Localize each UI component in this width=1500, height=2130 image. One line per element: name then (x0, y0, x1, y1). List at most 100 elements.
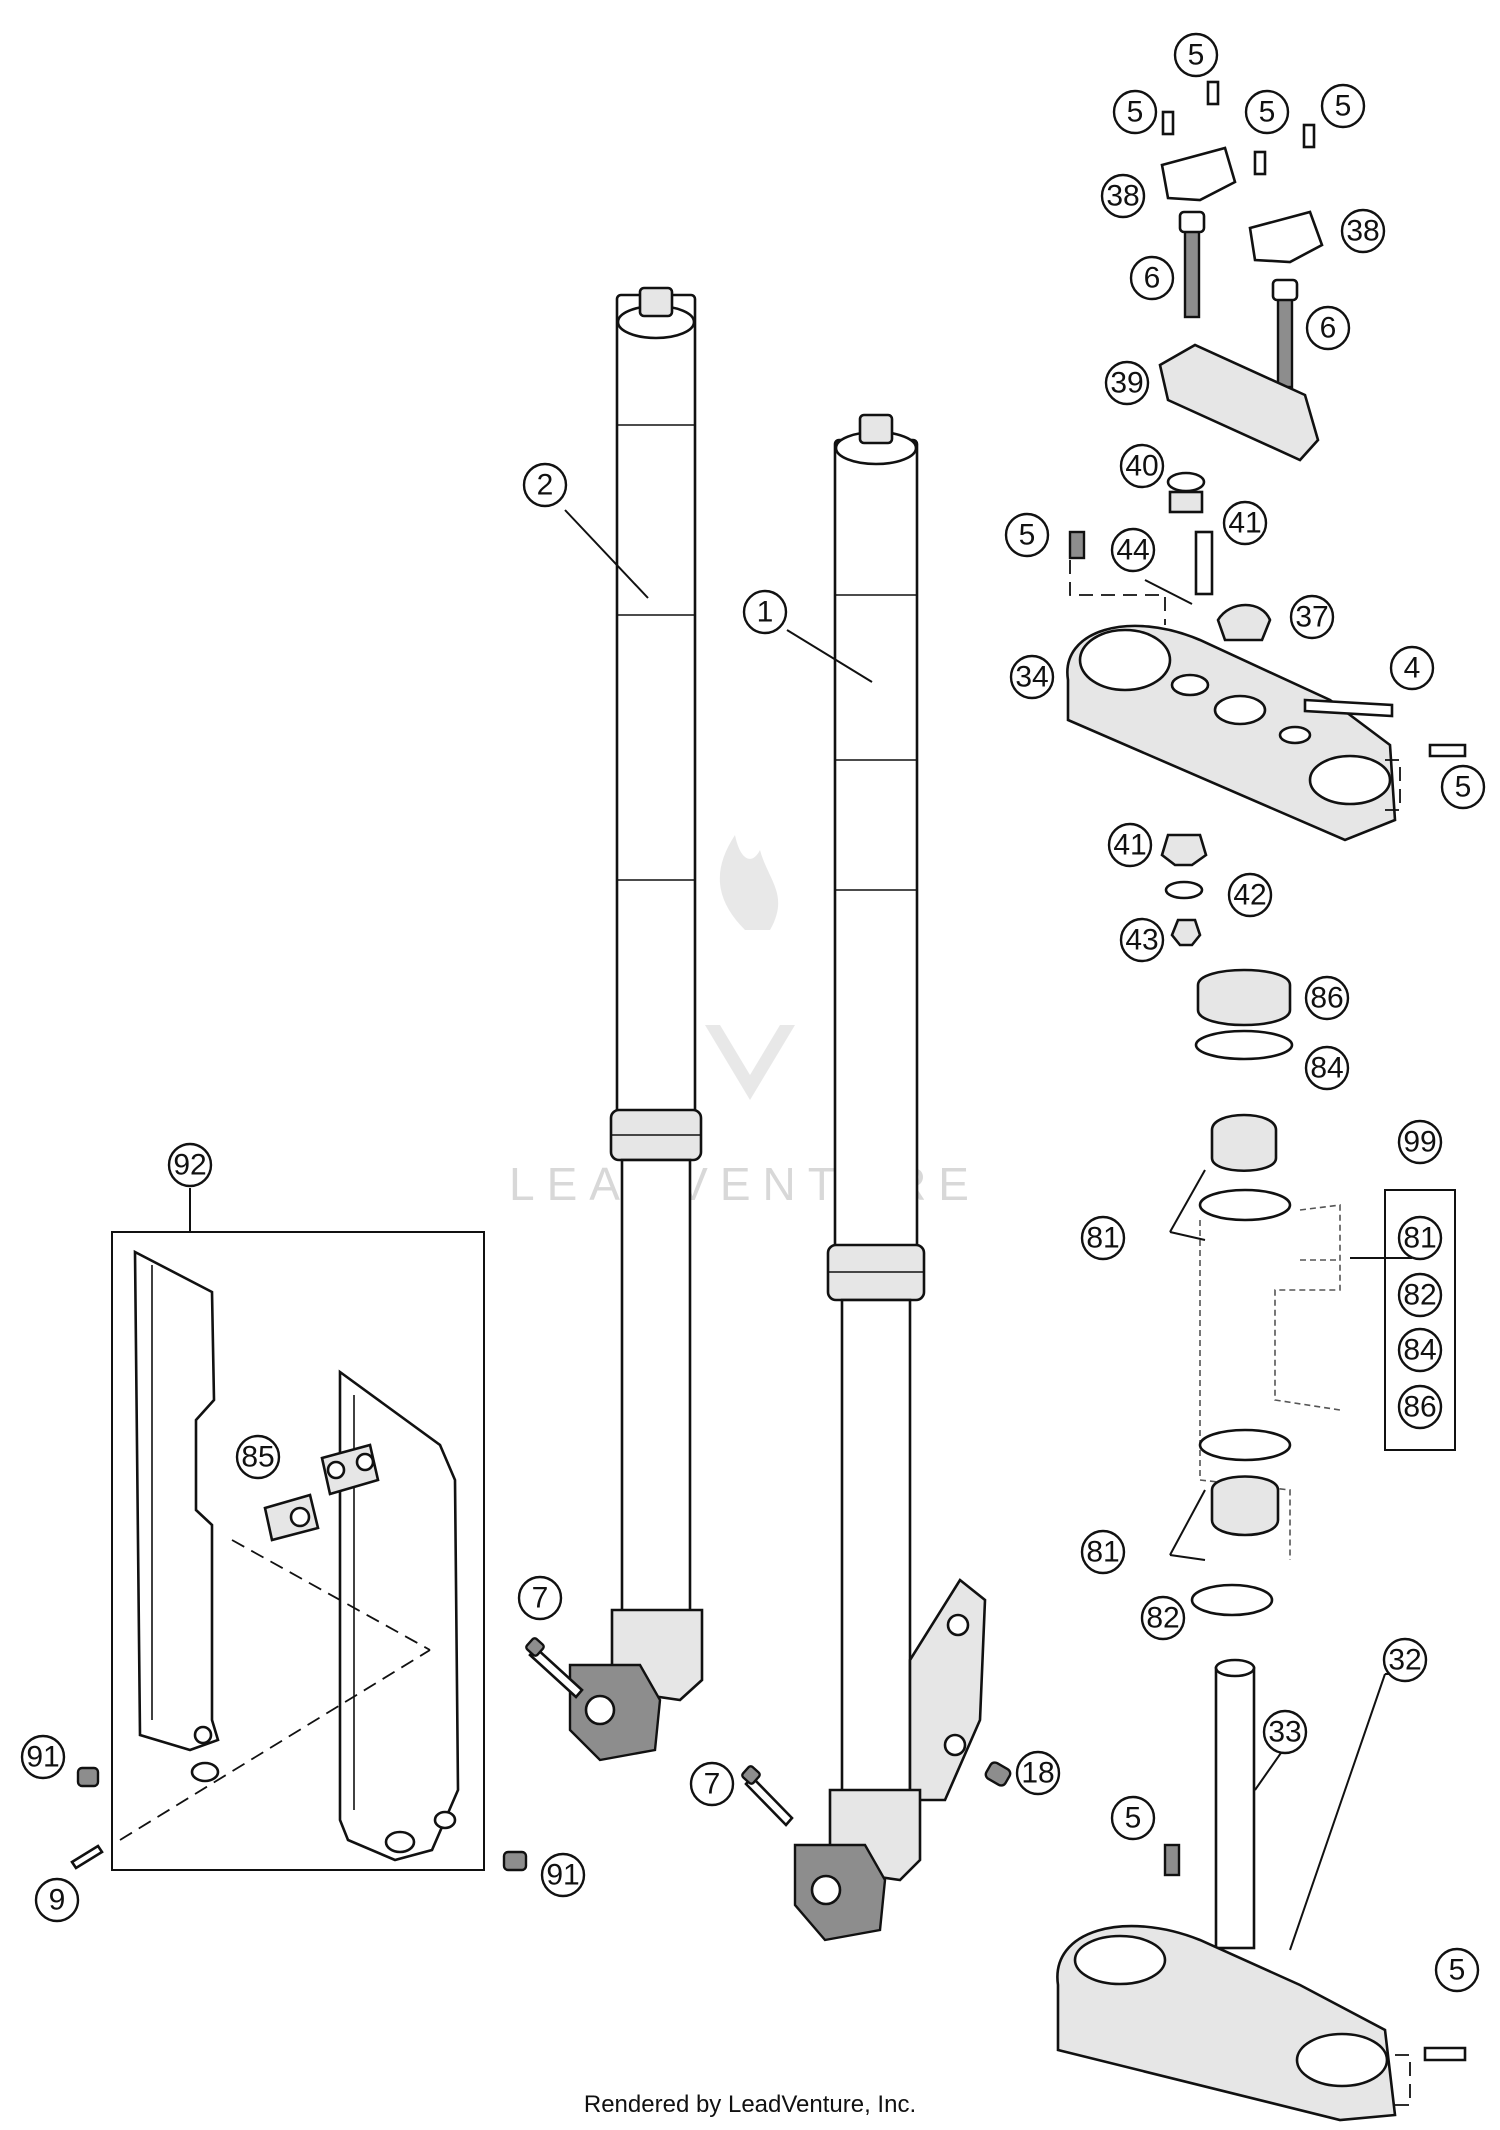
callout-91: 91 (20, 1734, 66, 1780)
fork-leg-2 (568, 286, 704, 1762)
svg-text:41: 41 (1228, 507, 1261, 540)
callout-81: 81 (1397, 1215, 1443, 1261)
lower-triple-clamp (1056, 1658, 1467, 2122)
callout-5: 5 (1320, 83, 1366, 129)
svg-text:5: 5 (1259, 96, 1276, 129)
callout-5: 5 (1440, 764, 1486, 810)
callout-32: 32 (1382, 1637, 1428, 1683)
svg-text:44: 44 (1116, 534, 1149, 567)
svg-text:4: 4 (1404, 652, 1421, 685)
callout-7: 7 (689, 1761, 735, 1807)
svg-text:34: 34 (1015, 661, 1048, 694)
callout-5: 5 (1110, 1795, 1156, 1841)
callout-7: 7 (517, 1575, 563, 1621)
callout-81: 81 (1080, 1215, 1126, 1261)
callout-2: 2 (522, 462, 568, 508)
callout-92: 92 (167, 1142, 213, 1188)
callout-5: 5 (1434, 1947, 1480, 1993)
callout-39: 39 (1104, 360, 1150, 406)
fork-protector-kit (70, 1188, 528, 1872)
svg-text:5: 5 (1335, 90, 1352, 123)
svg-text:43: 43 (1125, 924, 1158, 957)
svg-text:5: 5 (1127, 96, 1144, 129)
callout-1: 1 (742, 589, 788, 635)
svg-text:91: 91 (26, 1741, 59, 1774)
callout-41: 41 (1107, 822, 1153, 868)
svg-text:99: 99 (1403, 1126, 1436, 1159)
svg-text:38: 38 (1346, 215, 1379, 248)
leader-lines (564, 509, 1412, 1951)
svg-text:18: 18 (1021, 1757, 1054, 1790)
svg-text:41: 41 (1113, 829, 1146, 862)
callout-82: 82 (1140, 1595, 1186, 1641)
svg-text:7: 7 (704, 1768, 721, 1801)
svg-text:5: 5 (1455, 771, 1472, 804)
handlebar-clamps (1158, 80, 1324, 462)
svg-text:81: 81 (1403, 1222, 1436, 1255)
callout-41: 41 (1222, 500, 1268, 546)
footer-credit: Rendered by LeadVenture, Inc. (584, 2091, 916, 2118)
svg-text:86: 86 (1403, 1391, 1436, 1424)
svg-text:32: 32 (1388, 1644, 1421, 1677)
svg-text:6: 6 (1144, 262, 1161, 295)
callout-6: 6 (1129, 255, 1175, 301)
svg-text:7: 7 (532, 1582, 549, 1615)
svg-text:84: 84 (1403, 1334, 1436, 1367)
svg-text:1: 1 (757, 596, 774, 629)
svg-text:84: 84 (1310, 1052, 1343, 1085)
svg-text:5: 5 (1125, 1802, 1142, 1835)
svg-text:39: 39 (1110, 367, 1143, 400)
svg-text:5: 5 (1019, 519, 1036, 552)
callout-40: 40 (1119, 443, 1165, 489)
callout-5: 5 (1244, 89, 1290, 135)
callout-4: 4 (1389, 645, 1435, 691)
callout-34: 34 (1009, 654, 1055, 700)
callout-37: 37 (1289, 594, 1335, 640)
svg-text:82: 82 (1403, 1279, 1436, 1312)
callout-43: 43 (1119, 917, 1165, 963)
callout-5: 5 (1004, 512, 1050, 558)
svg-text:81: 81 (1086, 1536, 1119, 1569)
flame-logo-icon (705, 835, 795, 1100)
callout-5: 5 (1112, 89, 1158, 135)
callout-38: 38 (1100, 173, 1146, 219)
svg-text:2: 2 (537, 469, 554, 502)
svg-text:5: 5 (1449, 1954, 1466, 1987)
callout-85: 85 (235, 1434, 281, 1480)
svg-text:37: 37 (1295, 601, 1328, 634)
svg-text:6: 6 (1320, 312, 1337, 345)
callout-86: 86 (1304, 975, 1350, 1021)
steering-bearings (1190, 968, 1341, 1617)
callout-33: 33 (1262, 1709, 1308, 1755)
callout-82: 82 (1397, 1272, 1443, 1318)
svg-text:5: 5 (1188, 39, 1205, 72)
svg-text:85: 85 (241, 1441, 274, 1474)
svg-text:86: 86 (1310, 982, 1343, 1015)
callout-84: 84 (1304, 1045, 1350, 1091)
svg-text:9: 9 (49, 1884, 66, 1917)
fork-leg-1 (793, 413, 987, 1942)
svg-text:91: 91 (546, 1859, 579, 1892)
callout-91: 91 (540, 1852, 586, 1898)
svg-text:92: 92 (173, 1149, 206, 1182)
callout-18: 18 (1015, 1750, 1061, 1796)
callout-6: 6 (1305, 305, 1351, 351)
upper-triple-clamp (1066, 471, 1467, 947)
callout-99: 99 (1397, 1119, 1443, 1165)
svg-text:82: 82 (1146, 1602, 1179, 1635)
kit-99-frame (1384, 1189, 1456, 1451)
callout-84: 84 (1397, 1327, 1443, 1373)
callout-5: 5 (1173, 32, 1219, 78)
svg-text:81: 81 (1086, 1222, 1119, 1255)
callout-38: 38 (1340, 208, 1386, 254)
callout-86: 86 (1397, 1384, 1443, 1430)
callout-42: 42 (1227, 872, 1273, 918)
callout-44: 44 (1110, 527, 1156, 573)
svg-text:38: 38 (1106, 180, 1139, 213)
axle-bolts (525, 1637, 1012, 1827)
svg-text:40: 40 (1125, 450, 1158, 483)
svg-text:42: 42 (1233, 879, 1266, 912)
callout-9: 9 (34, 1877, 80, 1923)
callout-81: 81 (1080, 1529, 1126, 1575)
